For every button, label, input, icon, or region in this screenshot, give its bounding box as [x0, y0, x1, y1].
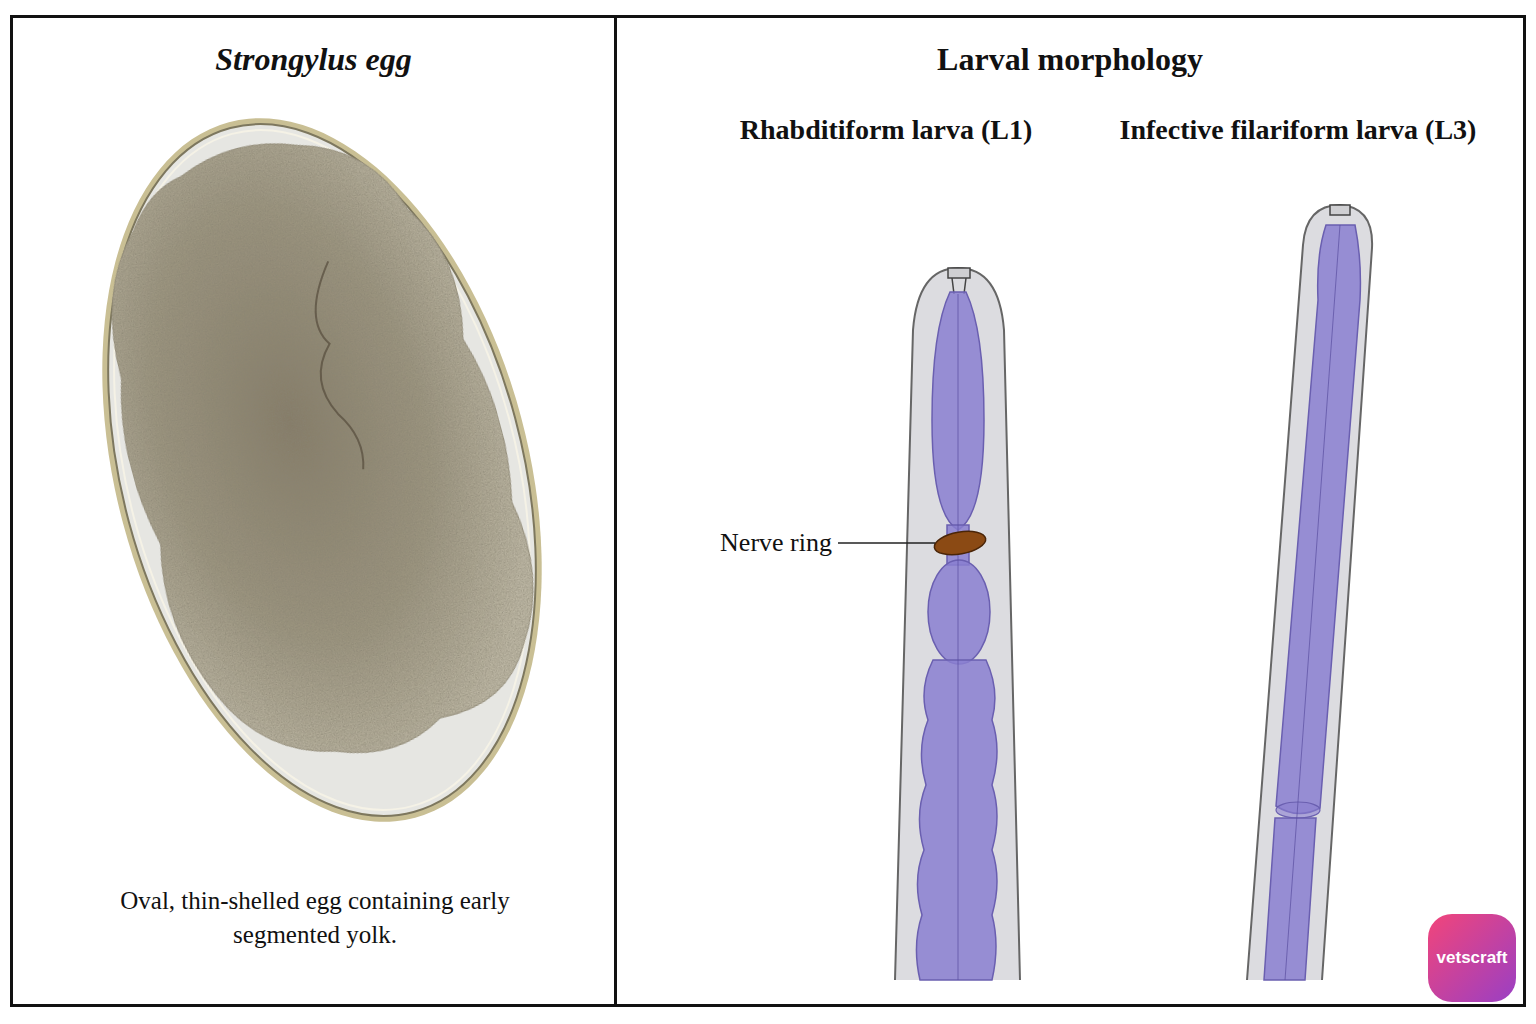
egg-panel: Strongylus eggOval, thin-shelled egg con… [10, 15, 617, 1007]
watermark: vetscraft [1429, 947, 1515, 969]
larva-heading: Infective filariform larva (L3) [1098, 112, 1498, 148]
panel-caption: Oval, thin-shelled egg containing early … [85, 884, 545, 952]
rhabditiform-larva [838, 268, 1020, 980]
strongylus-egg [30, 69, 614, 871]
larva-panel: Larval morphology [614, 15, 1526, 1007]
filariform-larva [1247, 205, 1372, 980]
larva-heading: Rhabditiform larva (L1) [736, 112, 1036, 148]
panel-title: Strongylus egg [16, 38, 611, 81]
part-label: Nerve ring [632, 526, 832, 560]
panel-title: Larval morphology [620, 38, 1520, 81]
watermark-badge [1428, 914, 1516, 1002]
